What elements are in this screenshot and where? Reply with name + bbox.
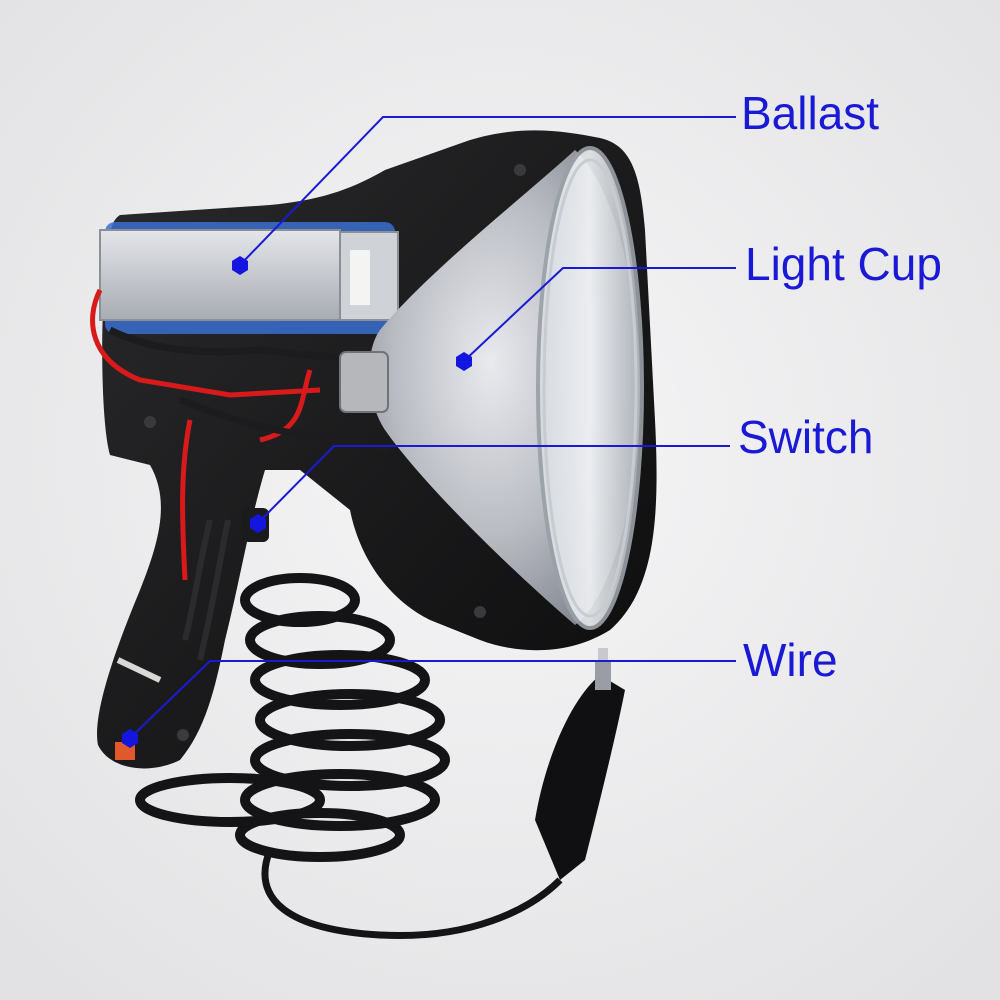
mount-hole [177,729,189,741]
label-light-cup: Light Cup [745,238,942,290]
grip-ridges [182,519,231,661]
mount-hole [514,164,526,176]
red-wire [90,288,321,581]
leader-line-ballast [239,116,736,266]
mount-hole [144,416,156,428]
mount-hole [474,606,486,618]
marker-wire [122,729,138,748]
label-ballast: Ballast [741,87,880,139]
cigarette-plug [535,648,625,880]
leader-line-wire [129,660,736,739]
cable-tie [116,657,162,683]
label-switch: Switch [738,411,874,463]
lens-rim [542,158,638,618]
lens [536,146,644,630]
leader-line-light-cup [463,267,736,362]
leader-lines [129,116,736,739]
ballast-box [99,229,341,321]
leader-line-switch [257,445,730,524]
bulb-socket [339,351,389,413]
marker-light-cup [456,352,472,371]
marker-ballast [232,256,248,275]
label-wire: Wire [743,634,838,686]
marker-switch [250,514,266,533]
ballast-label-sticker [350,250,370,305]
black-wire [108,326,391,454]
coiled-cord [135,573,450,862]
plug-cable [261,848,563,940]
